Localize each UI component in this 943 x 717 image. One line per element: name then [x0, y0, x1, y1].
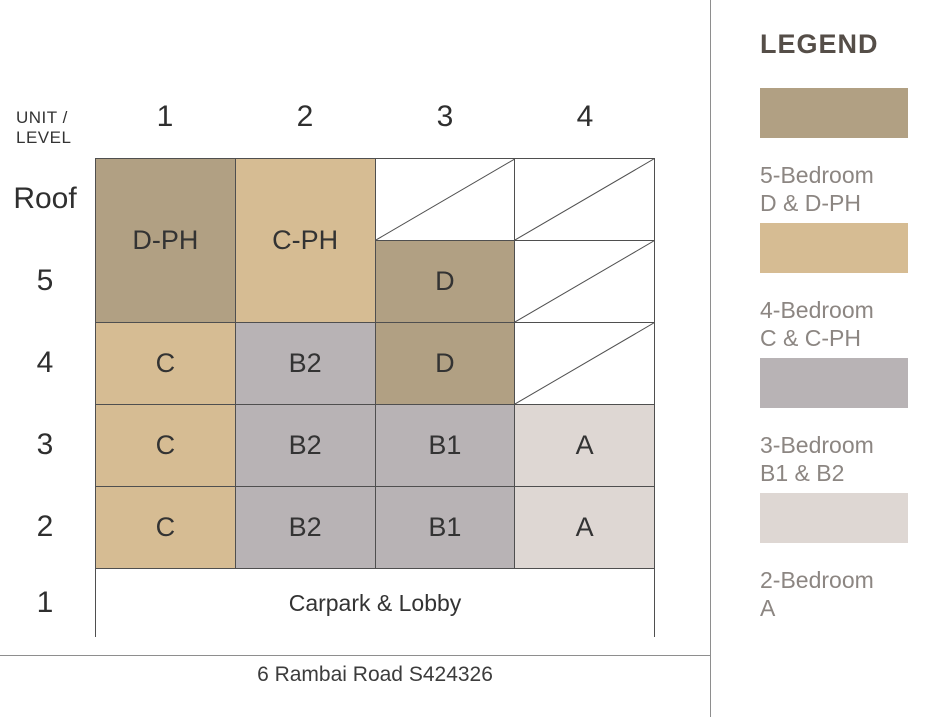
row-label-level1: 1: [36, 586, 54, 619]
divider-line: [710, 0, 711, 717]
diagonal-line-icon: [515, 323, 654, 404]
diagonal-line-icon: [376, 159, 515, 240]
cell-unit4-level2-a: A: [514, 486, 654, 568]
legend-swatch-2-bedroom: [760, 493, 908, 543]
row-label-level5: 5: [36, 264, 54, 297]
cell-unit3-level5-d: D: [374, 240, 515, 322]
legend-label-line2: A: [760, 595, 776, 621]
ground-line: [0, 655, 711, 656]
legend-swatch-5-bedroom: [760, 88, 908, 138]
axis-corner-line1: UNIT /: [16, 108, 68, 127]
legend-title: LEGEND: [760, 29, 879, 59]
unit-grid: D-PH C-PH D C B2 D C B2 B1 A C B2 B1 A C: [95, 158, 655, 637]
legend-label-line1: 2-Bedroom: [760, 567, 874, 593]
cell-unit2-level4-b2: B2: [234, 322, 375, 404]
cell-unit2-cph: C-PH: [234, 158, 375, 322]
legend-label-5-bedroom: 5-Bedroom D & D-PH: [760, 161, 940, 217]
cell-unit2-level2-b2: B2: [234, 486, 375, 568]
cell-unit3-level2-b1: B1: [374, 486, 515, 568]
building-address: 6 Rambai Road S424326: [257, 663, 493, 686]
cell-unit4-roof-empty: [514, 158, 654, 240]
column-header-3: 3: [436, 100, 454, 133]
axis-corner-label: UNIT / LEVEL: [16, 108, 71, 148]
legend-label-line2: B1 & B2: [760, 460, 845, 486]
column-header-4: 4: [576, 100, 594, 133]
cell-unit1-level2-c: C: [95, 486, 235, 568]
cell-unit2-level3-b2: B2: [234, 404, 375, 486]
row-label-roof: Roof: [13, 182, 77, 215]
legend-label-line1: 3-Bedroom: [760, 432, 874, 458]
cell-level1-carpark-lobby: Carpark & Lobby: [95, 568, 654, 637]
legend-label-3-bedroom: 3-Bedroom B1 & B2: [760, 431, 940, 487]
legend: LEGEND 5-Bedroom D & D-PH 4-Bedroom C & …: [760, 28, 940, 628]
column-header-2: 2: [296, 100, 314, 133]
cell-unit4-level3-a: A: [514, 404, 654, 486]
cell-unit3-roof-empty: [374, 158, 515, 240]
legend-label-line1: 4-Bedroom: [760, 297, 874, 323]
cell-unit1-dph: D-PH: [95, 158, 235, 322]
legend-label-4-bedroom: 4-Bedroom C & C-PH: [760, 296, 940, 352]
cell-unit1-level3-c: C: [95, 404, 235, 486]
row-label-level2: 2: [36, 510, 54, 543]
legend-label-line1: 5-Bedroom: [760, 162, 874, 188]
legend-label-line2: D & D-PH: [760, 190, 861, 216]
cell-unit1-level4-c: C: [95, 322, 235, 404]
diagonal-line-icon: [515, 241, 654, 322]
row-label-level3: 3: [36, 428, 54, 461]
legend-label-line2: C & C-PH: [760, 325, 861, 351]
axis-corner-line2: LEVEL: [16, 128, 72, 147]
cell-unit3-level3-b1: B1: [374, 404, 515, 486]
column-header-1: 1: [156, 100, 174, 133]
legend-swatch-3-bedroom: [760, 358, 908, 408]
legend-label-2-bedroom: 2-Bedroom A: [760, 566, 940, 622]
diagonal-line-icon: [515, 159, 654, 240]
cell-unit3-level4-d: D: [374, 322, 515, 404]
cell-unit4-level5-empty: [514, 240, 654, 322]
cell-unit4-level4-empty: [514, 322, 654, 404]
row-label-level4: 4: [36, 346, 54, 379]
legend-swatch-4-bedroom: [760, 223, 908, 273]
